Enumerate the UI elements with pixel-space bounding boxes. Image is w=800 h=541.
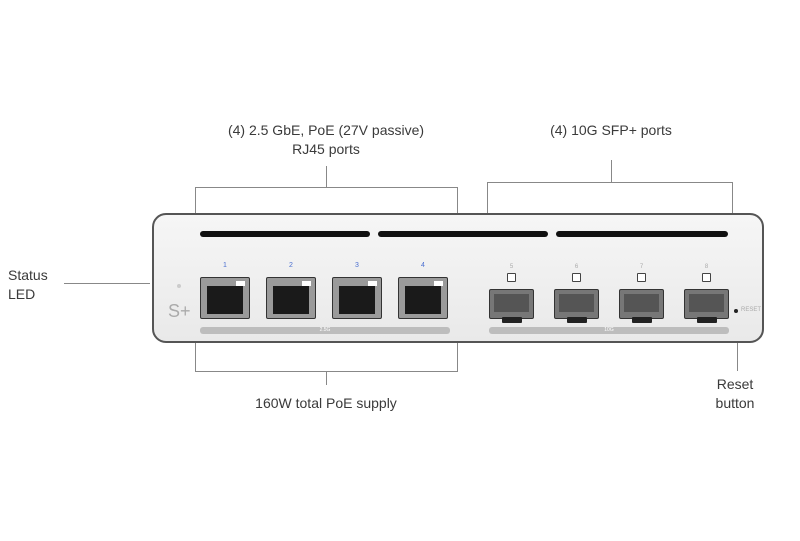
rj45-callout: (4) 2.5 GbE, PoE (27V passive) RJ45 ports bbox=[186, 121, 466, 159]
rj45-port-number: 3 bbox=[355, 262, 359, 269]
sfp-cage bbox=[624, 294, 659, 312]
poe-bracket-tick bbox=[326, 371, 327, 385]
rj45-bracket-left bbox=[195, 187, 196, 213]
vent-slot bbox=[378, 231, 548, 237]
rj45-port-number: 1 bbox=[223, 262, 227, 269]
sfp-port-number: 7 bbox=[639, 264, 644, 270]
reset-label: RESET bbox=[741, 307, 762, 313]
status-led bbox=[177, 284, 181, 288]
sfp-bracket-left bbox=[487, 182, 488, 213]
sfp-cage bbox=[689, 294, 724, 312]
rj45-bracket-right bbox=[457, 187, 458, 213]
vent-slot bbox=[200, 231, 370, 237]
sfp-port-number: 6 bbox=[574, 264, 579, 270]
rj45-jack bbox=[405, 286, 441, 314]
rj45-port[interactable] bbox=[200, 277, 250, 319]
rj45-port-number: 4 bbox=[421, 262, 425, 269]
poe-bracket-left bbox=[195, 343, 196, 371]
sfp-port-led bbox=[572, 273, 581, 282]
sfp-cage bbox=[494, 294, 529, 312]
poe-bracket-right bbox=[457, 343, 458, 371]
rj45-port[interactable] bbox=[266, 277, 316, 319]
reset-button[interactable] bbox=[734, 309, 738, 313]
rj45-callout-line1: (4) 2.5 GbE, PoE (27V passive) bbox=[227, 122, 425, 138]
sfp-bracket bbox=[487, 182, 732, 183]
reset-callout-line2: button bbox=[715, 395, 755, 411]
logo: S+ bbox=[168, 301, 191, 321]
sfp-port[interactable] bbox=[489, 289, 534, 323]
sfp-port-led bbox=[637, 273, 646, 282]
sfp-port[interactable] bbox=[554, 289, 599, 323]
poe-callout: 160W total PoE supply bbox=[255, 395, 397, 411]
status-callout-line2: LED bbox=[8, 286, 36, 302]
sfp-bracket-tick bbox=[611, 160, 612, 182]
sfp-port-number: 5 bbox=[509, 264, 514, 270]
vent-slot bbox=[556, 231, 728, 237]
sfp-cage bbox=[559, 294, 594, 312]
reset-callout: Reset button bbox=[700, 375, 770, 413]
rj45-jack bbox=[207, 286, 243, 314]
sfp-port-number: 8 bbox=[704, 264, 709, 270]
rj45-callout-line2: RJ45 ports bbox=[292, 141, 360, 157]
reset-callout-line1: Reset bbox=[716, 376, 754, 392]
rj45-bracket bbox=[195, 187, 457, 188]
status-callout-line1: Status bbox=[8, 267, 48, 283]
port-led bbox=[434, 281, 443, 286]
rj45-bracket-tick bbox=[326, 166, 327, 187]
rj45-port-number: 2 bbox=[289, 262, 293, 269]
switch-front-panel: S+ 1 2 3 4 5 6 7 8 2.5G 10G RESET bbox=[152, 213, 764, 343]
rj45-port[interactable] bbox=[332, 277, 382, 319]
sfp-latch bbox=[632, 317, 652, 323]
sfp-callout: (4) 10G SFP+ ports bbox=[550, 122, 672, 138]
sfp-port-led bbox=[507, 273, 516, 282]
reset-leader bbox=[737, 343, 738, 371]
sfp-latch bbox=[502, 317, 522, 323]
rj45-port[interactable] bbox=[398, 277, 448, 319]
sfp-port[interactable] bbox=[684, 289, 729, 323]
sfp-latch bbox=[567, 317, 587, 323]
sfp-port-led bbox=[702, 273, 711, 282]
rj45-group-bar: 2.5G bbox=[200, 327, 450, 334]
sfp-port[interactable] bbox=[619, 289, 664, 323]
port-led bbox=[236, 281, 245, 286]
sfp-latch bbox=[697, 317, 717, 323]
rj45-jack bbox=[273, 286, 309, 314]
port-led bbox=[302, 281, 311, 286]
rj45-jack bbox=[339, 286, 375, 314]
port-led bbox=[368, 281, 377, 286]
sfp-group-bar: 10G bbox=[489, 327, 729, 334]
status-led-leader bbox=[64, 283, 150, 284]
sfp-bracket-right bbox=[732, 182, 733, 213]
